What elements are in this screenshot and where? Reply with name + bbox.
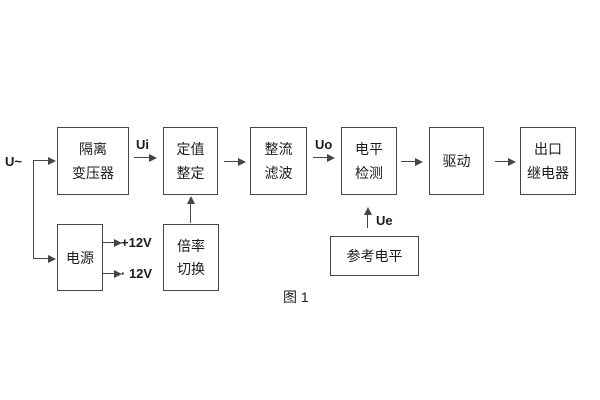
block-label: 整流 bbox=[264, 141, 293, 157]
arrowhead-detect-driver bbox=[415, 158, 423, 166]
arrowhead-uo bbox=[327, 154, 335, 162]
block-setpoint-adjust: 定值 整定 bbox=[163, 127, 218, 195]
flow-line-uo bbox=[313, 157, 327, 158]
block-isolation-transformer: 隔离 变压器 bbox=[57, 127, 129, 195]
block-ratio-switch: 倍率 切换 bbox=[163, 224, 219, 291]
label-minus12v: · 12V bbox=[121, 266, 153, 281]
label-plus12v: +12V bbox=[121, 235, 152, 250]
flow-line-ue bbox=[367, 215, 368, 228]
block-label: 变压器 bbox=[72, 165, 114, 181]
arrowhead-setpoint-rectifier bbox=[238, 158, 246, 166]
block-label: 倍率 bbox=[177, 237, 205, 254]
flow-line-input-transformer bbox=[33, 160, 48, 161]
flow-line-minus12v bbox=[103, 273, 114, 274]
block-driver: 驱动 bbox=[429, 127, 484, 195]
block-power-supply: 电源 bbox=[57, 224, 103, 291]
block-label: 驱动 bbox=[442, 153, 471, 169]
figure-caption: 图 1 bbox=[283, 289, 309, 305]
arrowhead-ue bbox=[364, 207, 372, 215]
arrowhead-plus12v bbox=[114, 239, 122, 247]
flow-line-setpoint-rectifier bbox=[224, 161, 238, 162]
block-label: 检测 bbox=[355, 165, 383, 181]
block-label: 整定 bbox=[176, 165, 205, 181]
label-ui: Ui bbox=[136, 137, 149, 152]
block-label: 切换 bbox=[177, 261, 205, 278]
arrowhead-driver-relay bbox=[508, 158, 516, 166]
block-label: 电源 bbox=[66, 249, 94, 266]
block-label: 滤波 bbox=[264, 165, 293, 181]
block-rectifier-filter: 整流 滤波 bbox=[250, 127, 307, 195]
arrowhead-ratio-setpoint bbox=[187, 196, 195, 204]
flow-line-input-power bbox=[33, 258, 48, 259]
label-uo: Uo bbox=[315, 137, 333, 152]
block-output-relay: 出口 继电器 bbox=[520, 127, 576, 195]
arrowhead-input-power bbox=[48, 255, 56, 263]
block-label: 继电器 bbox=[527, 165, 569, 181]
block-label: 出口 bbox=[534, 141, 562, 157]
arrowhead-minus12v bbox=[114, 270, 122, 278]
flow-line-driver-relay bbox=[495, 161, 508, 162]
block-label: 定值 bbox=[176, 141, 205, 157]
label-input-voltage: U~ bbox=[5, 154, 22, 169]
flow-line-ratio-setpoint bbox=[190, 204, 191, 223]
block-label: 隔离 bbox=[79, 141, 107, 157]
flow-line-detect-driver bbox=[401, 161, 415, 162]
label-ue: Ue bbox=[376, 213, 393, 228]
input-branch-line bbox=[33, 160, 34, 259]
arrowhead-input-transformer bbox=[48, 157, 56, 165]
block-reference-level: 参考电平 bbox=[330, 236, 419, 276]
block-label: 参考电平 bbox=[346, 248, 403, 264]
flow-line-ui bbox=[134, 157, 149, 158]
block-level-detect: 电平 检测 bbox=[341, 127, 397, 195]
arrowhead-ui bbox=[149, 154, 157, 162]
block-label: 电平 bbox=[355, 141, 383, 157]
flow-line-plus12v bbox=[103, 242, 114, 243]
